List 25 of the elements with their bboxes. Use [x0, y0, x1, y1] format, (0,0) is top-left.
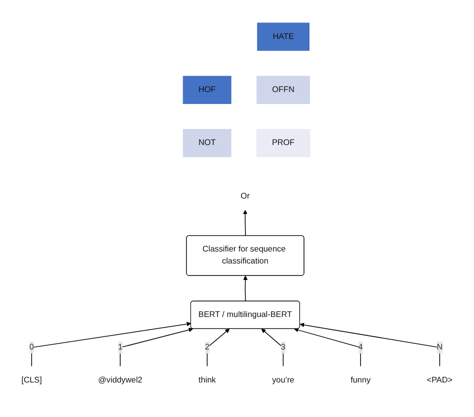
node-text: think: [198, 376, 216, 384]
node-text: funny: [350, 376, 371, 384]
arrow: [261, 328, 284, 367]
arrow: [294, 328, 361, 367]
node-text: <PAD>: [426, 376, 453, 384]
arrow: [206, 328, 230, 367]
arrow: [31, 322, 192, 367]
arrow: [300, 322, 440, 367]
node-box: OFFN: [256, 76, 310, 104]
node-box: HATE: [257, 22, 310, 51]
node-text: you’re: [272, 376, 294, 384]
arrow: [242, 210, 248, 236]
node-text: Or: [240, 192, 250, 200]
edge-label: 2: [204, 342, 210, 352]
edge-label: N: [436, 342, 443, 352]
arrow: [120, 328, 194, 367]
edge-label: 1: [118, 342, 122, 352]
edge-label: 3: [280, 342, 286, 352]
node-box: NOT: [182, 129, 232, 158]
node-text: [CLS]: [21, 376, 42, 384]
arrow: [243, 276, 248, 302]
edge-label: 4: [358, 342, 363, 352]
node-box: HOF: [182, 76, 232, 104]
edge-label: 0: [29, 342, 34, 352]
node-text: @viddywel2: [98, 376, 142, 384]
